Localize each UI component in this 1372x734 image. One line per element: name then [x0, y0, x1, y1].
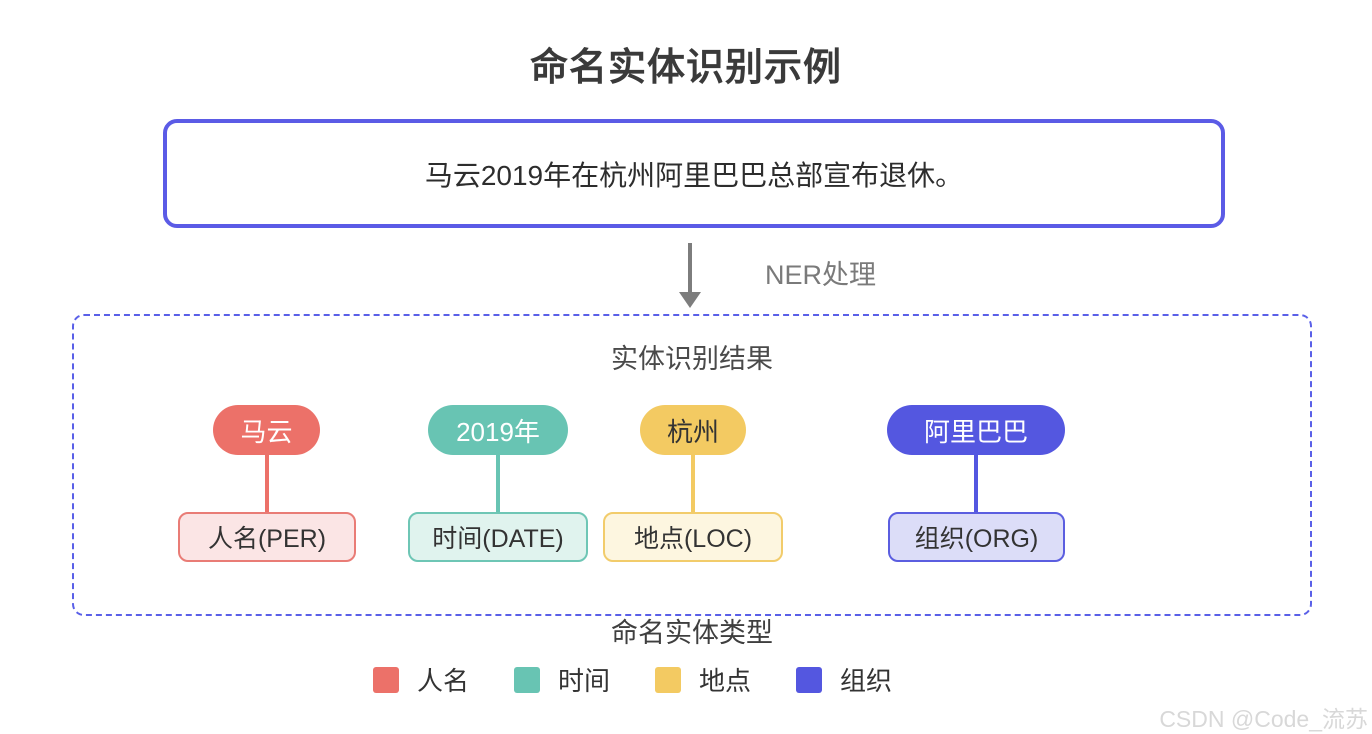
- down-arrow-icon: [688, 243, 692, 294]
- connector-line-per: [265, 455, 269, 512]
- connector-line-date: [496, 455, 500, 512]
- legend: 人名 时间 地点 组织: [373, 661, 892, 698]
- input-sentence-text: 马云2019年在杭州阿里巴巴总部宣布退休。: [424, 159, 964, 191]
- results-title: 实体识别结果: [611, 344, 773, 374]
- entity-pill-org: 阿里巴巴: [887, 405, 1065, 455]
- entity-type-box-date: 时间(DATE): [408, 512, 588, 562]
- results-footer-label: 命名实体类型: [611, 618, 773, 648]
- legend-label-org: 组织: [840, 666, 893, 696]
- legend-swatch-org: [796, 666, 823, 693]
- entity-type-box-org: 组织(ORG): [888, 512, 1065, 562]
- process-label: NER处理: [765, 260, 877, 290]
- entity-type-box-loc: 地点(LOC): [603, 512, 783, 562]
- watermark: CSDN @Code_流苏: [1159, 706, 1368, 732]
- entity-type-box-per: 人名(PER): [178, 512, 356, 562]
- entity-pill-date: 2019年: [428, 405, 568, 455]
- connector-line-loc: [691, 455, 695, 512]
- input-sentence-box: 马云2019年在杭州阿里巴巴总部宣布退休。: [163, 119, 1225, 228]
- legend-label-date: 时间: [558, 666, 611, 696]
- connector-line-org: [974, 455, 978, 512]
- legend-item-date: 时间: [514, 661, 610, 698]
- legend-swatch-date: [514, 666, 541, 693]
- legend-swatch-loc: [655, 666, 682, 693]
- down-arrow-head-icon: [679, 292, 701, 308]
- entity-pill-loc: 杭州: [640, 405, 746, 455]
- entity-pill-per: 马云: [213, 405, 320, 455]
- legend-swatch-per: [373, 666, 399, 693]
- legend-item-loc: 地点: [655, 661, 751, 698]
- page-title: 命名实体识别示例: [529, 47, 842, 89]
- legend-item-per: 人名: [373, 661, 469, 698]
- legend-label-loc: 地点: [699, 666, 752, 696]
- legend-item-org: 组织: [796, 661, 892, 698]
- results-container: [72, 314, 1312, 616]
- legend-label-per: 人名: [417, 666, 470, 696]
